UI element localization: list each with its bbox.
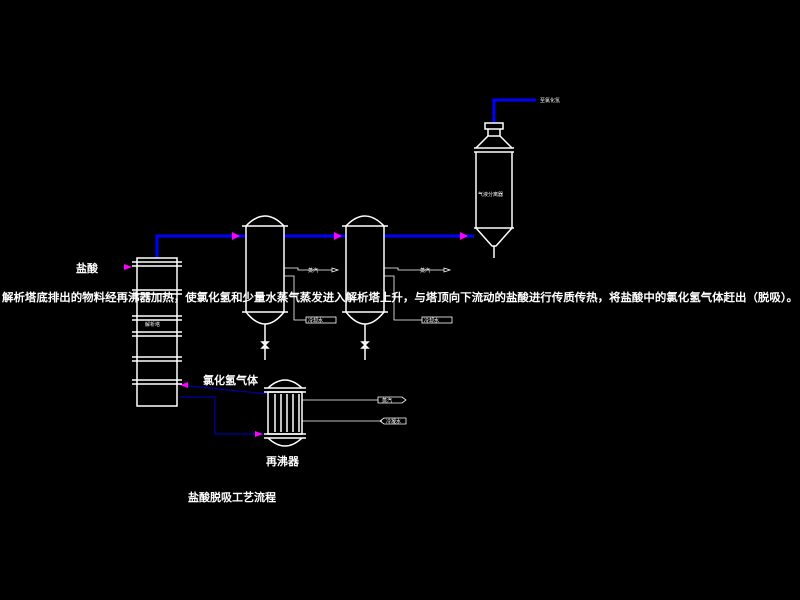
vessel-1-nozzles (284, 267, 340, 324)
vessel-1-outlet-tag: 蒸汽 (308, 267, 318, 274)
vessel-1-inlet-tag: 冷却水 (308, 317, 323, 324)
vessel-1 (242, 215, 288, 360)
vessel-2 (342, 215, 388, 360)
separator-tag: 气液分离器 (478, 191, 503, 198)
reboiler-nozzles (302, 396, 407, 425)
hydrochloric-acid-label: 盐酸 (76, 261, 99, 275)
vessel-2-nozzles (384, 267, 453, 324)
reboiler-exchanger (264, 379, 306, 447)
separator-outlet-tag: 至氯化氢 (540, 97, 560, 104)
process-description: 解析塔底排出的物料经再沸器加热，使氯化氢和少量水蒸气蒸发进入解析塔上升，与塔顶向… (2, 290, 798, 304)
flow-arrows (124, 232, 468, 437)
reboiler-label: 再沸器 (266, 454, 300, 468)
condensate-outlet-tag: 冷凝水 (386, 418, 401, 425)
separator-column (474, 122, 514, 258)
tower-tag: 解析塔 (145, 321, 160, 328)
hcl-gas-label: 氯化氢气体 (203, 373, 259, 387)
desorption-tower (132, 257, 182, 407)
vessel-2-inlet-tag: 冷却水 (424, 317, 439, 324)
diagram-title: 盐酸脱吸工艺流程 (188, 490, 276, 504)
vessel-2-outlet-tag: 蒸汽 (420, 267, 430, 274)
steam-inlet-tag: 蒸汽 (382, 397, 392, 404)
return-pipeline (179, 384, 269, 435)
